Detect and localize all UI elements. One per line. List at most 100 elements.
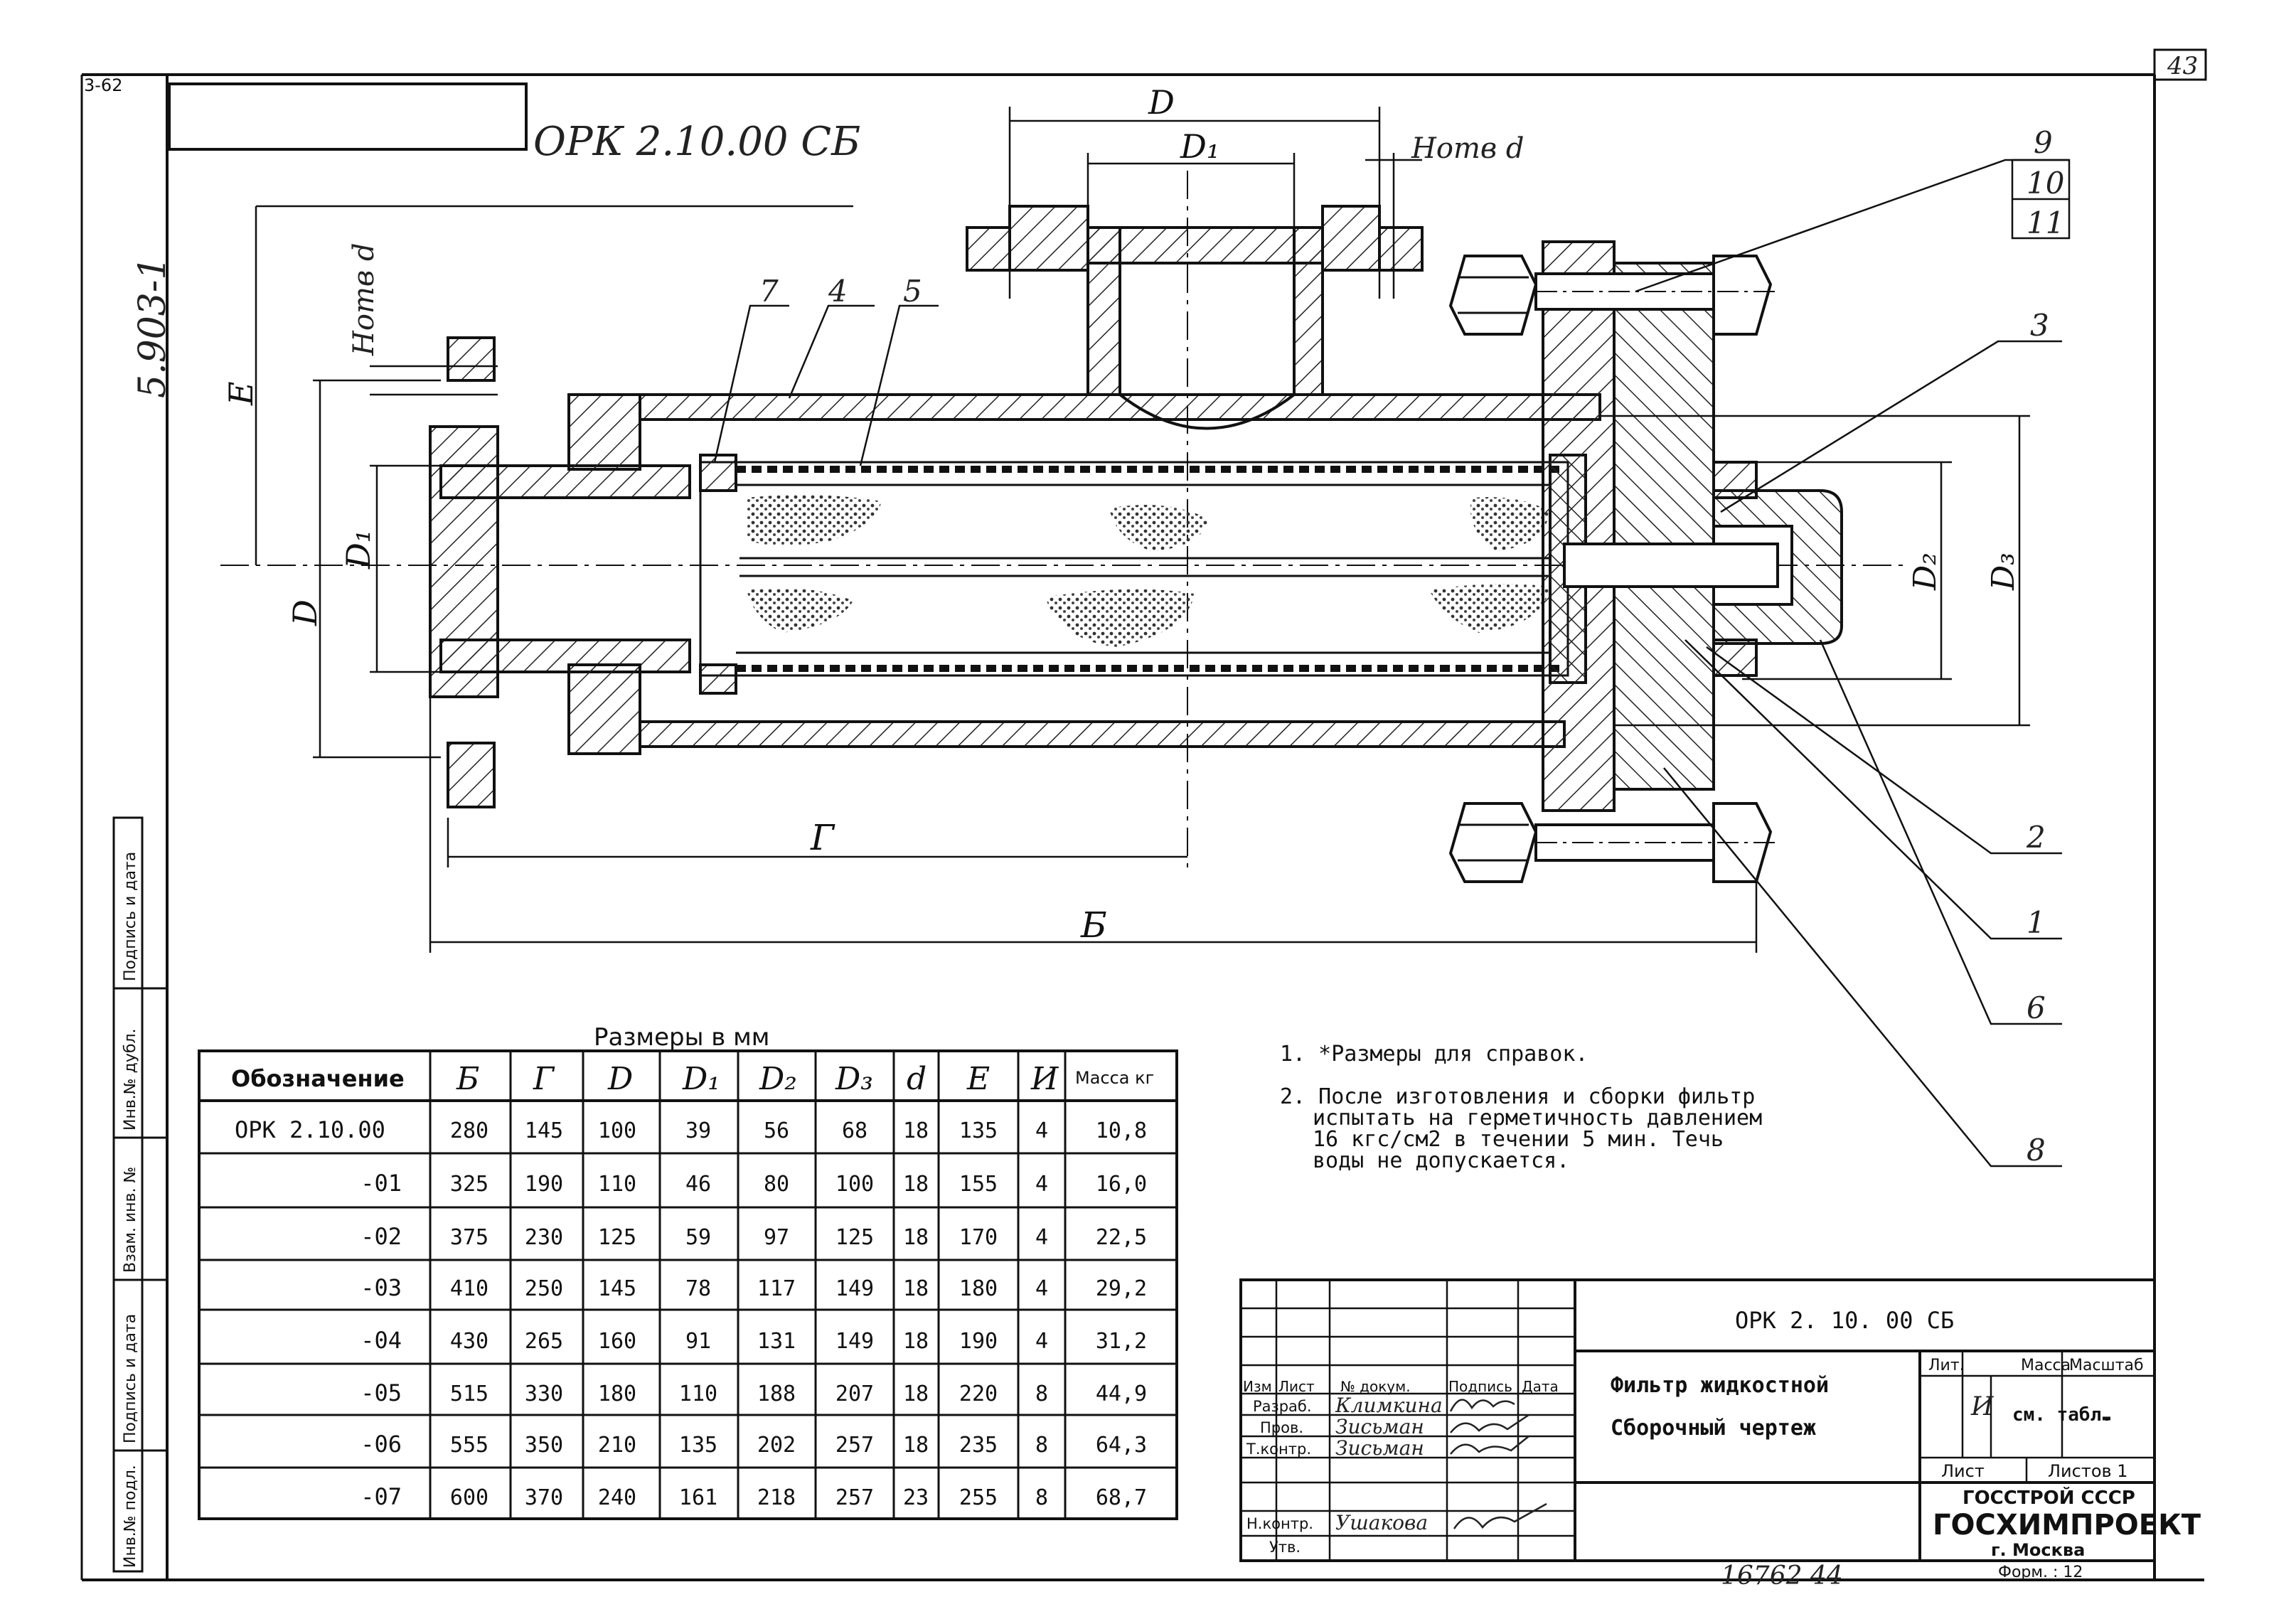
mirrored-code: ОРК 2.10.00 СБ [533, 119, 860, 165]
table-cell: 4 [1035, 1276, 1048, 1301]
callout-numbers: 9 10 11 3 2 1 6 8 7 4 5 [759, 125, 2064, 1168]
table-cell: 210 [598, 1433, 636, 1458]
table-cell: 410 [450, 1276, 488, 1301]
callout-2: 2 [2026, 820, 2046, 855]
table-cell: 170 [959, 1225, 998, 1250]
th-i: И [1030, 1061, 1059, 1097]
doc-code: ОРК 2. 10. 00 СБ [1735, 1307, 1954, 1334]
signatures [1449, 1399, 1547, 1529]
table-cell: 80 [764, 1172, 789, 1197]
stamp-label-3: Взам. инв. № [122, 1167, 139, 1273]
lit-label: Лит. [1928, 1357, 1965, 1374]
table-cell: 220 [959, 1382, 998, 1406]
bolt-top [1448, 255, 1778, 336]
table-cell: 110 [679, 1382, 717, 1406]
th-b: Б [456, 1061, 479, 1097]
table-cell: 31,2 [1096, 1329, 1147, 1354]
dim-bottom-b: Б [1080, 904, 1107, 946]
table-cell: ОРК 2.10.00 [235, 1116, 385, 1143]
top-flange [1086, 226, 1324, 265]
album-code: 5.903-1 [132, 256, 174, 398]
table-cell: 97 [764, 1225, 789, 1250]
callout-6: 6 [2027, 990, 2046, 1025]
table-cell: 16,0 [1096, 1172, 1147, 1197]
table-cell: 160 [598, 1329, 636, 1354]
table-cell: 161 [679, 1485, 717, 1510]
table-cell: 44,9 [1096, 1382, 1147, 1406]
table-cell: 257 [835, 1433, 874, 1458]
table-cell: 430 [450, 1329, 488, 1354]
table-cell: 202 [757, 1433, 796, 1458]
left-pipe-wall-top [439, 464, 691, 499]
table-cell: 370 [525, 1485, 563, 1510]
top-flange-left-ear [966, 226, 1011, 272]
bottom-code: 16762 44 [1721, 1561, 1843, 1591]
table-cell: 145 [598, 1276, 636, 1301]
scale-label: Масштаб [2069, 1357, 2144, 1374]
org-city: г. Москва [1991, 1540, 2085, 1560]
table-cell: 117 [757, 1276, 796, 1301]
filter-assembly-drawing [220, 171, 1906, 883]
doc-type: Сборочный чертеж [1611, 1416, 1816, 1441]
filter-cartridge [699, 461, 1569, 677]
dimension-labels: D D₁ Нотв d E Нотв d D D₁ Г Б D₂ D₃ [222, 83, 2022, 946]
lit-value: И [1970, 1392, 1994, 1421]
sheet-frame [80, 73, 2204, 1581]
table-cell: 188 [757, 1382, 796, 1406]
table-cell: 135 [959, 1118, 998, 1143]
table-cell: 515 [450, 1382, 488, 1406]
callout-10: 10 [2027, 166, 2064, 201]
org-ministry: ГОССТРОЙ СССР [1963, 1486, 2135, 1509]
th-d3: D₃ [835, 1061, 873, 1097]
stamp-label-2: Инв.№ дубл. [122, 1028, 139, 1131]
top-flange-right-ear [1378, 226, 1424, 272]
table-cell: 190 [959, 1329, 998, 1354]
table-cell: -05 [361, 1379, 402, 1406]
dimension-lines [255, 107, 2030, 953]
page-number: 43 [2167, 52, 2198, 80]
role-checker: Пров. [1260, 1419, 1303, 1436]
note-2-line-3: 16 кгс/см2 в течении 5 мин. Течь [1313, 1127, 1724, 1152]
col-head-izm: Изм [1243, 1378, 1272, 1395]
table-cell: 149 [835, 1329, 874, 1354]
table-cell: 10,8 [1096, 1118, 1147, 1143]
stamp-label-4: Подпись и дата [122, 1314, 139, 1443]
callout-5: 5 [903, 274, 922, 309]
table-cell: -02 [361, 1223, 402, 1250]
body-shell-bottom [639, 720, 1566, 748]
table-cell: 265 [525, 1329, 563, 1354]
table-cell: 280 [450, 1118, 488, 1143]
mirrored-code-box: ОРК 2.10.00 СБ [168, 82, 860, 165]
table-cell: 18 [903, 1118, 929, 1143]
col-head-list: Лист [1278, 1378, 1315, 1395]
table-cell: 125 [598, 1225, 636, 1250]
product-name: Фильтр жидкостной [1611, 1373, 1829, 1398]
left-nut-bottom [567, 663, 641, 755]
left-flange-bolt-bottom [447, 742, 496, 808]
stamp-label-5: Инв.№ подл. [122, 1465, 139, 1568]
table-cell: 68 [842, 1118, 867, 1143]
th-designation: Обозначение [231, 1065, 405, 1092]
note-1: 1. *Размеры для справок. [1280, 1042, 1588, 1067]
scale-value: - [2101, 1403, 2112, 1432]
note-2-line-4: воды не допускается. [1313, 1148, 1569, 1173]
dim-right-d2: D₂ [1907, 552, 1943, 591]
table-cell: 4 [1035, 1225, 1048, 1250]
table-cell: 155 [959, 1172, 998, 1197]
table-cell: 46 [685, 1172, 711, 1197]
table-cell: -07 [361, 1483, 402, 1510]
table-cell: 180 [959, 1276, 998, 1301]
table-cell: 230 [525, 1225, 563, 1250]
table-cell: 257 [835, 1485, 874, 1510]
branch-wall-right [1293, 226, 1324, 396]
callout-4: 4 [828, 274, 848, 309]
table-cell: -06 [361, 1431, 402, 1458]
callout-9: 9 [2034, 125, 2053, 160]
table-cell: 375 [450, 1225, 488, 1250]
